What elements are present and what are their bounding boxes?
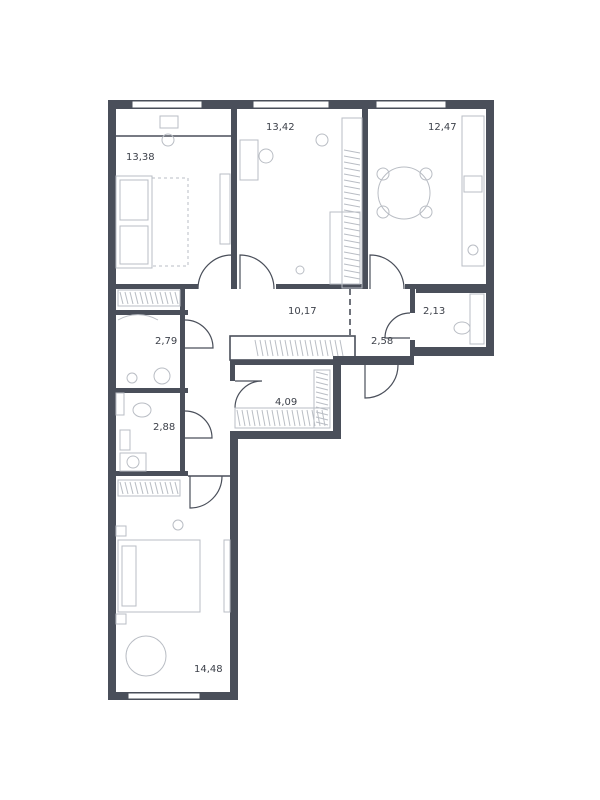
area-bedroom-bottom: 14,48 xyxy=(194,664,223,675)
window-top-middle xyxy=(252,100,330,109)
window-top-right xyxy=(375,100,447,109)
thin-walls xyxy=(116,135,356,477)
area-hallway: 10,17 xyxy=(288,306,317,317)
interior-walls xyxy=(108,109,486,476)
area-bathroom-lower: 2,88 xyxy=(153,422,175,433)
area-labels: 13,38 13,42 12,47 10,17 2,13 2,79 2,58 4… xyxy=(126,122,457,675)
area-bathroom-upper: 2,79 xyxy=(155,336,177,347)
bathroom-lower-furniture xyxy=(115,392,152,472)
area-living-room: 13,38 xyxy=(126,152,155,163)
doors xyxy=(184,254,411,509)
bedroom-bottom-furniture xyxy=(115,479,231,677)
shelf-hatching xyxy=(119,149,361,495)
area-toilet: 2,13 xyxy=(423,306,445,317)
bathroom-upper-furniture xyxy=(117,314,171,385)
living-room-furniture xyxy=(115,115,231,307)
toilet-furniture xyxy=(453,293,485,345)
windows xyxy=(127,100,447,700)
bedroom-top-furniture xyxy=(239,117,363,289)
window-bottom xyxy=(127,692,201,700)
area-closet: 4,09 xyxy=(275,397,297,408)
kitchen-furniture xyxy=(376,115,485,267)
outer-walls xyxy=(108,100,494,700)
area-kitchen: 12,47 xyxy=(428,122,457,133)
area-bedroom-top: 13,42 xyxy=(266,122,295,133)
area-vestibule: 2,58 xyxy=(371,336,393,347)
closet-hanger xyxy=(234,369,331,429)
window-top-left xyxy=(131,100,203,109)
